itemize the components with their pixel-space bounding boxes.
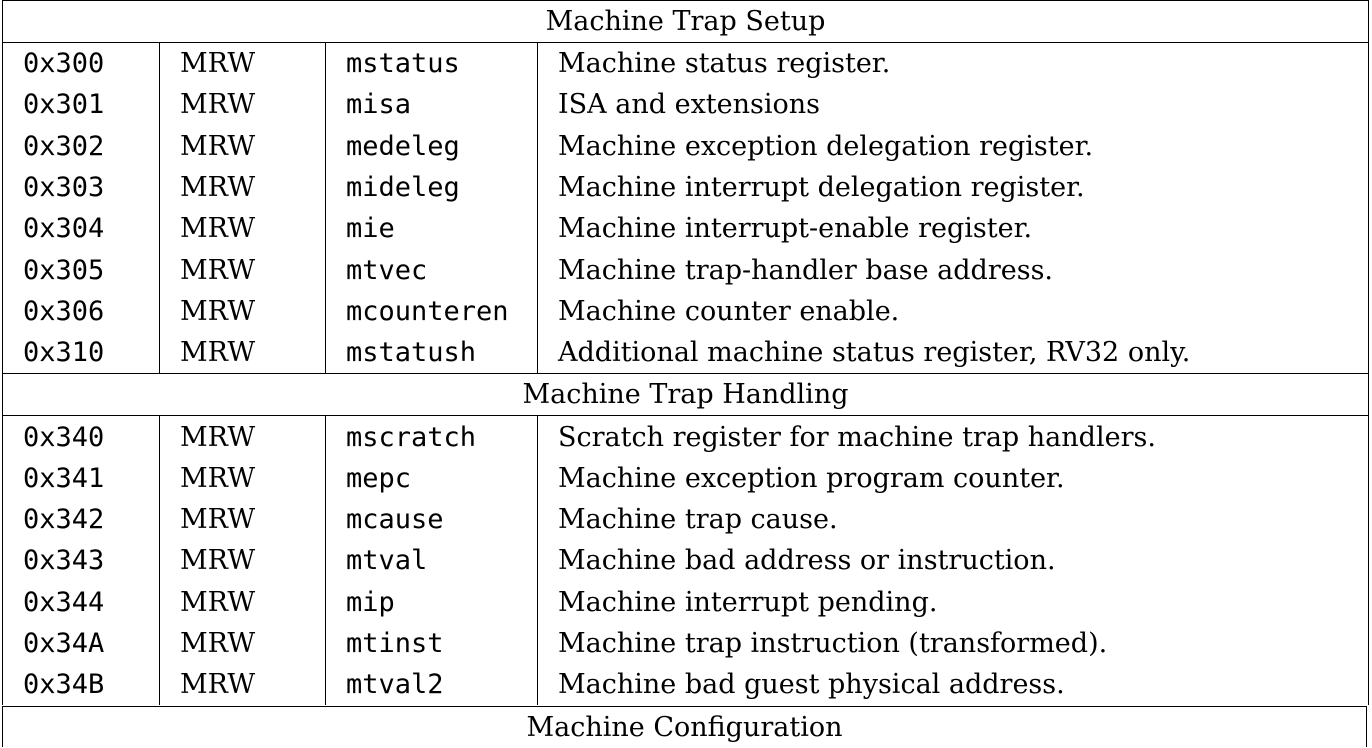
table-row: 0x34B MRW mtval2 Machine bad guest physi…	[2, 664, 1370, 706]
csr-number: 0x301	[2, 84, 160, 126]
csr-number: 0x305	[2, 249, 160, 291]
section-header-trap-setup: Machine Trap Setup	[1, 0, 1370, 43]
csr-privilege: MRW	[159, 290, 326, 333]
csr-description: Machine bad guest physical address.	[536, 664, 1370, 706]
csr-number: 0x34B	[2, 664, 160, 706]
csr-name: mcause	[325, 498, 538, 541]
csr-number: 0x310	[2, 332, 160, 374]
csr-description: Machine status register.	[536, 42, 1370, 85]
table-row: 0x301 MRW misa ISA and extensions	[2, 84, 1370, 126]
csr-description: Additional machine status register, RV32…	[536, 332, 1370, 374]
csr-privilege: MRW	[159, 581, 326, 623]
csr-name: mcounteren	[325, 290, 538, 333]
csr-name: mtinst	[325, 622, 538, 665]
csr-name: mstatush	[325, 332, 538, 374]
csr-name: mscratch	[325, 415, 538, 458]
csr-privilege: MRW	[159, 664, 326, 706]
section-header-configuration: Machine Configuration	[2, 706, 1367, 747]
csr-name: mideleg	[325, 166, 538, 209]
csr-description: ISA and extensions	[536, 84, 1370, 126]
csr-name: mie	[325, 208, 538, 250]
table-row: 0x343 MRW mtval Machine bad address or i…	[2, 540, 1370, 582]
csr-number: 0x303	[2, 166, 160, 209]
csr-name: mip	[325, 581, 538, 623]
table-row: 0x300 MRW mstatus Machine status registe…	[2, 42, 1370, 85]
csr-description: Machine exception delegation register.	[536, 125, 1370, 167]
table-row: 0x304 MRW mie Machine interrupt-enable r…	[2, 208, 1370, 250]
csr-description: Machine interrupt pending.	[536, 581, 1370, 623]
csr-privilege: MRW	[159, 622, 326, 665]
csr-number: 0x304	[2, 208, 160, 250]
csr-privilege: MRW	[159, 415, 326, 458]
csr-name: mstatus	[325, 42, 538, 85]
csr-number: 0x302	[2, 125, 160, 167]
csr-number: 0x34A	[2, 622, 160, 665]
csr-number: 0x340	[2, 415, 160, 458]
csr-name: mtval	[325, 540, 538, 582]
csr-privilege: MRW	[159, 457, 326, 499]
csr-number: 0x343	[2, 540, 160, 582]
csr-number: 0x344	[2, 581, 160, 623]
csr-privilege: MRW	[159, 166, 326, 209]
csr-privilege: MRW	[159, 84, 326, 126]
csr-number: 0x341	[2, 457, 160, 499]
csr-name: mtvec	[325, 249, 538, 291]
csr-privilege: MRW	[159, 332, 326, 374]
table-row: 0x34A MRW mtinst Machine trap instructio…	[2, 622, 1370, 665]
csr-privilege: MRW	[159, 125, 326, 167]
csr-name: mtval2	[325, 664, 538, 706]
csr-description: Machine exception program counter.	[536, 457, 1370, 499]
section-title: Machine Trap Handling	[1, 373, 1370, 417]
csr-description: Machine counter enable.	[536, 290, 1370, 333]
csr-description: Machine trap-handler base address.	[536, 249, 1370, 291]
section-header-trap-handling: Machine Trap Handling	[1, 373, 1370, 417]
csr-description: Machine trap instruction (transformed).	[536, 622, 1370, 665]
csr-name: medeleg	[325, 125, 538, 167]
csr-table: Machine Trap Setup 0x300 MRW mstatus Mac…	[1, 0, 1370, 706]
table-row: 0x303 MRW mideleg Machine interrupt dele…	[2, 166, 1370, 209]
csr-privilege: MRW	[159, 42, 326, 85]
table-row: 0x341 MRW mepc Machine exception program…	[2, 457, 1370, 499]
section-title: Machine Trap Setup	[1, 0, 1370, 43]
csr-privilege: MRW	[159, 498, 326, 541]
table-row: 0x305 MRW mtvec Machine trap-handler bas…	[2, 249, 1370, 291]
csr-number: 0x342	[2, 498, 160, 541]
csr-privilege: MRW	[159, 249, 326, 291]
table-row: 0x342 MRW mcause Machine trap cause.	[2, 498, 1370, 541]
csr-description: Machine trap cause.	[536, 498, 1370, 541]
csr-description: Machine interrupt-enable register.	[536, 208, 1370, 250]
table-row: 0x344 MRW mip Machine interrupt pending.	[2, 581, 1370, 623]
csr-description: Machine interrupt delegation register.	[536, 166, 1370, 209]
csr-number: 0x306	[2, 290, 160, 333]
csr-number: 0x300	[2, 42, 160, 85]
csr-privilege: MRW	[159, 208, 326, 250]
csr-description: Scratch register for machine trap handle…	[536, 415, 1370, 458]
table-row: 0x306 MRW mcounteren Machine counter ena…	[2, 290, 1370, 333]
csr-description: Machine bad address or instruction.	[536, 540, 1370, 582]
table-row: 0x302 MRW medeleg Machine exception dele…	[2, 125, 1370, 167]
csr-name: misa	[325, 84, 538, 126]
table-row: 0x340 MRW mscratch Scratch register for …	[2, 415, 1370, 458]
table-row: 0x310 MRW mstatush Additional machine st…	[2, 332, 1370, 374]
csr-privilege: MRW	[159, 540, 326, 582]
csr-name: mepc	[325, 457, 538, 499]
